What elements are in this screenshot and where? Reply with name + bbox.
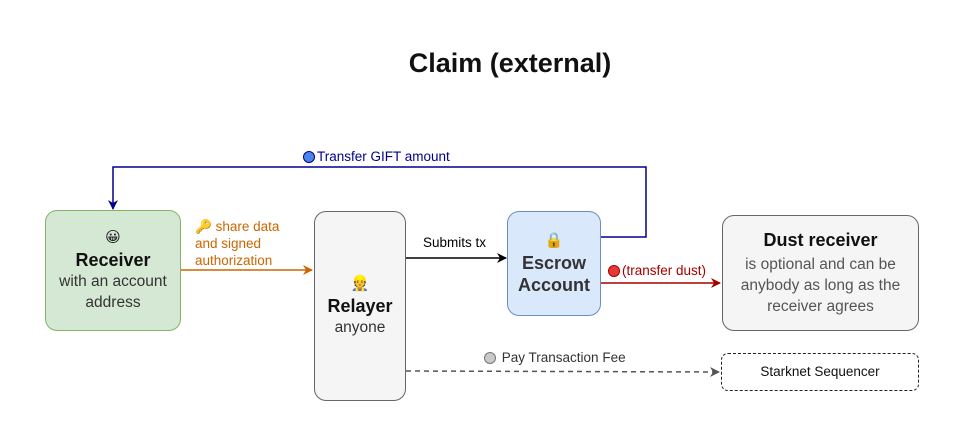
escrow-account-node: 🔒 Escrow Account	[507, 211, 601, 316]
edge-transfer-gift	[108, 166, 647, 238]
smiley-icon: 😀	[105, 228, 121, 246]
label-submits-tx: Submits tx	[423, 235, 487, 250]
edge-pay-fee	[405, 366, 720, 377]
dust-receiver-title: Dust receiver	[763, 230, 878, 250]
lock-icon: 🔒	[544, 231, 564, 249]
relayer-node: 👷 Relayer anyone	[314, 211, 406, 401]
starknet-sequencer-node: Starknet Sequencer	[721, 353, 919, 391]
blue-dot-icon	[303, 151, 315, 163]
receiver-title: Receiver	[75, 249, 151, 270]
receiver-node: 😀 Receiver with an account address	[45, 210, 181, 331]
sequencer-title: Starknet Sequencer	[760, 364, 880, 379]
dust-desc-line-3: receiver agrees	[767, 298, 874, 315]
dust-receiver-node: Dust receiver is optional and can be any…	[722, 215, 919, 331]
key-icon: 🔑	[195, 219, 212, 234]
escrow-title-line-1: Escrow	[521, 252, 587, 273]
label-share-data: 🔑 share data and signed authorization	[195, 219, 280, 268]
gray-dot-icon	[484, 352, 496, 364]
relayer-title: Relayer	[327, 295, 393, 316]
label-transfer-dust: (transfer dust)	[608, 262, 706, 279]
dust-desc-line-2: anybody as long as the	[740, 277, 901, 294]
diagram-title: Claim (external)	[408, 48, 612, 78]
receiver-desc-line-1: with an account	[59, 272, 167, 290]
label-transfer-gift: Transfer GIFT amount	[303, 148, 450, 165]
dust-desc-line-1: is optional and can be	[745, 256, 896, 273]
receiver-desc-line-2: address	[85, 293, 141, 311]
worker-icon: 👷	[350, 274, 370, 292]
red-dot-icon	[608, 265, 620, 277]
label-pay-fee: Pay Transaction Fee	[484, 349, 626, 366]
escrow-title-line-2: Account	[518, 274, 590, 295]
relayer-desc: anyone	[334, 318, 386, 336]
